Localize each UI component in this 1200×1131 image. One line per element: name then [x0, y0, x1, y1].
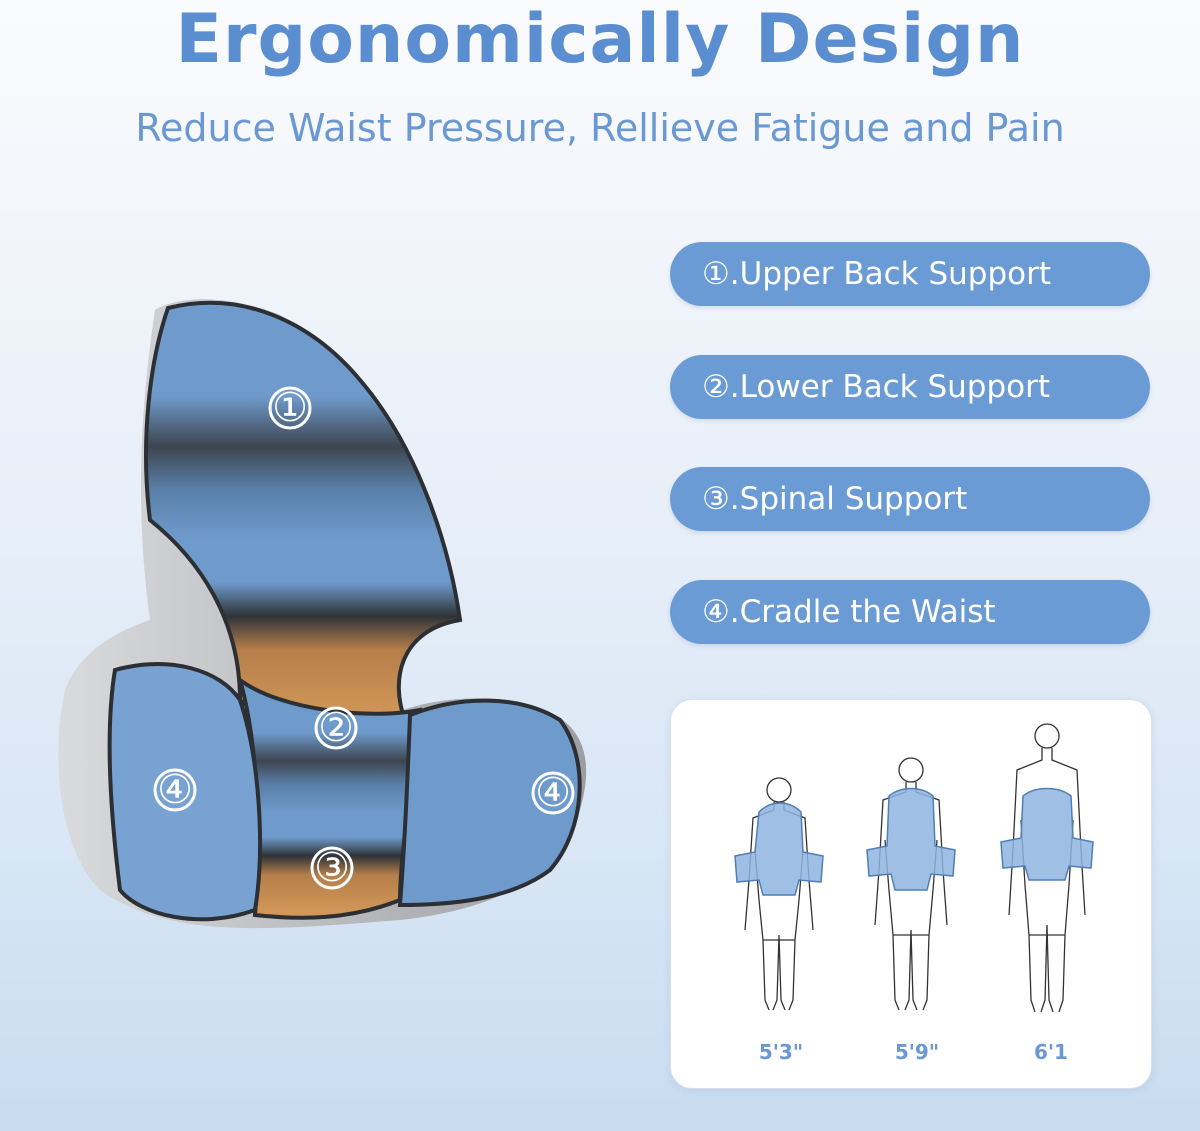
- page-subtitle: Reduce Waist Pressure, Rellieve Fatigue …: [135, 106, 1065, 150]
- lumbar-cushion-illustration: ① ② ③ ④ ④: [40, 290, 640, 960]
- feature-lower-back-support: ②.Lower Back Support: [670, 355, 1150, 419]
- feature-cradle-the-waist: ④.Cradle the Waist: [670, 580, 1150, 644]
- feature-upper-back-support: ①.Upper Back Support: [670, 242, 1150, 306]
- marker-1-label: ①: [272, 385, 308, 431]
- page-title: Ergonomically Design: [175, 0, 1025, 79]
- marker-4-right: [531, 771, 575, 815]
- height-label-short: 5'3": [758, 1040, 804, 1064]
- height-comparison-card: 5'3" 5'9" 6'1: [670, 699, 1152, 1089]
- cushion-graphic: [58, 299, 587, 929]
- feature-spinal-support: ③.Spinal Support: [670, 467, 1150, 531]
- marker-4-left: [153, 768, 197, 812]
- right-wing-panel: [397, 698, 582, 908]
- marker-2: [314, 706, 358, 750]
- height-label-tall: 6'1: [1034, 1040, 1068, 1064]
- left-wing-panel: [107, 662, 262, 922]
- cushion-on-figure-short: [734, 802, 824, 896]
- marker-3: [310, 846, 354, 890]
- figures-illustration: [734, 723, 1094, 1013]
- marker-3-label: ③: [314, 845, 350, 891]
- marker-4-left-label: ④: [157, 767, 193, 813]
- cushion-on-figure-tall: [1000, 787, 1094, 881]
- height-label-medium: 5'9": [894, 1040, 940, 1064]
- marker-4-right-label: ④: [535, 770, 571, 816]
- figure-tall: [1008, 723, 1086, 1013]
- cushion-on-figure-medium: [866, 787, 956, 891]
- marker-2-label: ②: [318, 705, 354, 751]
- marker-1: [268, 386, 312, 430]
